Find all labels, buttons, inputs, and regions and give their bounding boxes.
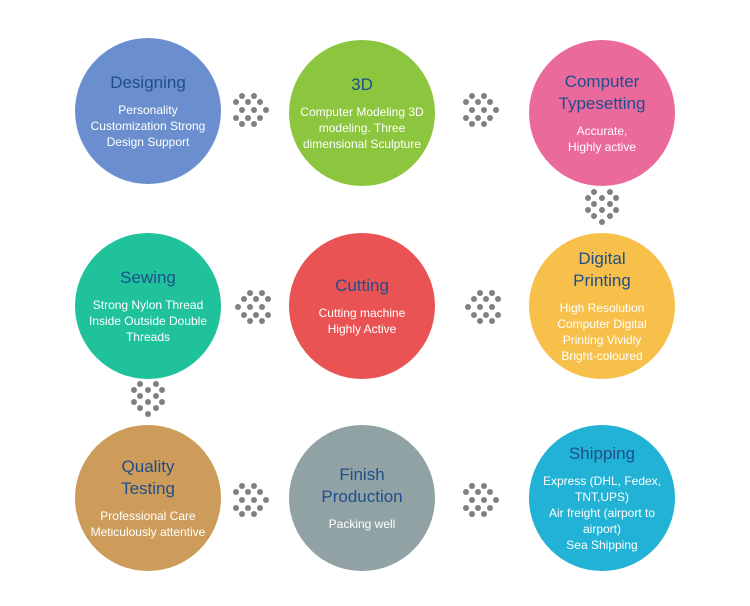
step-title: Finish Production [321,465,403,506]
dotted-arrow-icon [580,186,624,230]
step-designing: Designing Personality Customization Stro… [75,38,221,184]
step-3d: 3D Computer Modeling 3D modeling. Three … [289,40,435,186]
step-title: Cutting [335,276,389,295]
step-computer-typesetting: Computer Typesetting Accurate, Highly ac… [529,40,675,186]
step-description: Cutting machine Highly Active [318,306,406,336]
dotted-arrow-icon [230,88,274,132]
step-description: High Resolution Computer Digital Printin… [557,301,647,363]
step-finish-production: Finish Production Packing well [289,425,435,571]
step-cutting: Cutting Cutting machine Highly Active [289,233,435,379]
step-title: 3D [351,75,373,94]
step-quality-testing: Quality Testing Professional Care Meticu… [75,425,221,571]
dotted-arrow-icon [126,378,170,422]
step-description: Professional Care Meticulously attentive [90,509,206,539]
step-title: Computer Typesetting [558,72,646,113]
step-title: Digital Printing [573,249,631,290]
step-sewing: Sewing Strong Nylon Thread Inside Outsid… [75,233,221,379]
step-title: Sewing [120,268,176,287]
step-description: Packing well [328,517,396,531]
dotted-arrow-icon [460,88,504,132]
dotted-arrow-icon [230,285,274,329]
step-description: Express (DHL, Fedex, TNT,UPS) Air freigh… [542,474,662,552]
step-title: Quality Testing [121,457,175,498]
step-description: Computer Modeling 3D modeling. Three dim… [300,105,424,151]
dotted-arrow-icon [230,478,274,522]
step-description: Personality Customization Strong Design … [90,103,206,149]
step-digital-printing: Digital Printing High Resolution Compute… [529,233,675,379]
step-title: Shipping [568,444,636,463]
step-description: Accurate, Highly active [567,124,637,154]
step-title: Designing [110,73,186,92]
dotted-arrow-icon [460,478,504,522]
step-description: Strong Nylon Thread Inside Outside Doubl… [88,298,208,344]
dotted-arrow-icon [460,285,504,329]
step-shipping: Shipping Express (DHL, Fedex, TNT,UPS) A… [529,425,675,571]
